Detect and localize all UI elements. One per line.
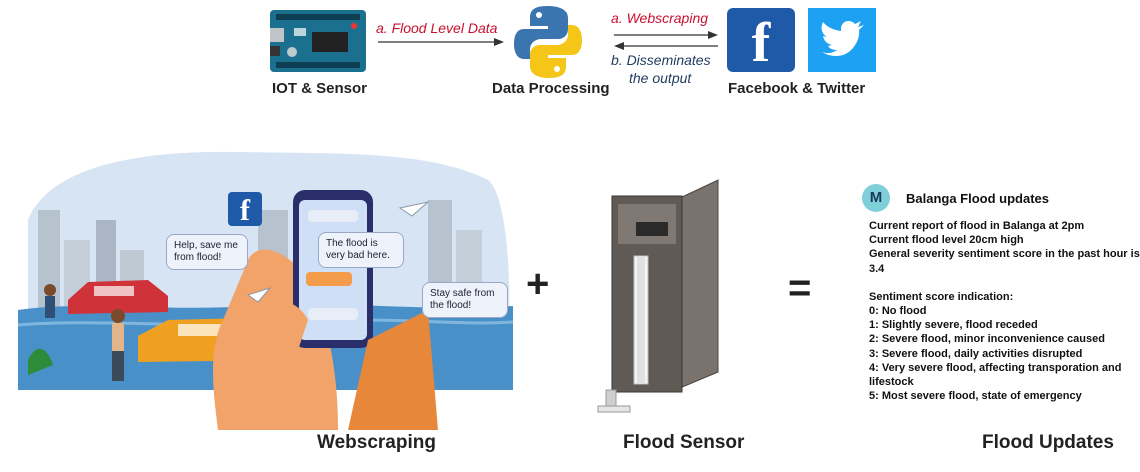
update-line: [869, 276, 1131, 290]
edge-disseminates-label: b. Disseminates: [611, 52, 711, 68]
help-bubble-line2: from flood!: [174, 252, 222, 263]
edge-webscraping-label: a. Webscraping: [611, 10, 709, 26]
update-line: 1: Slightly severe, flood receded: [869, 319, 1038, 332]
update-line: Current report of flood in Balanga at 2p…: [869, 220, 1085, 232]
help-bubble-line1: Help, save me: [174, 240, 238, 251]
help-bubble: Help, save me from flood!: [166, 234, 248, 270]
update-line: 3.4: [869, 262, 885, 275]
flood-bad-bubble-line2: very bad here.: [326, 250, 390, 261]
double-arrow-icon: [614, 31, 718, 50]
update-line: 4: Very severe flood, affecting transpor…: [869, 361, 1122, 374]
stay-safe-bubble: Stay safe from the flood!: [422, 282, 508, 318]
python-logo-icon: [514, 6, 582, 78]
update-line: General severity sentiment score in the …: [869, 248, 1140, 261]
flood-bad-bubble-line1: The flood is: [326, 238, 378, 249]
edge-flood-level-label: a. Flood Level Data: [376, 20, 498, 36]
iot-sensor-label: IOT & Sensor: [272, 80, 368, 97]
plus-operator: +: [526, 262, 550, 306]
update-line: 5: Most severe flood, state of emergency: [869, 390, 1082, 403]
avatar: M: [862, 184, 890, 212]
facebook-square-icon: f: [240, 194, 250, 227]
flood-bad-bubble: The flood is very bad here.: [318, 232, 404, 268]
stay-safe-bubble-line1: Stay safe from: [430, 288, 495, 299]
update-line: Sentiment score indication:: [869, 290, 1014, 303]
update-line: Current flood level 20cm high: [869, 234, 1024, 247]
flood-sensor-device: [597, 179, 719, 413]
arrow-right-icon: [378, 38, 504, 46]
facebook-twitter-label: Facebook & Twitter: [728, 80, 866, 97]
twitter-logo-icon: [808, 8, 876, 72]
flood-sensor-caption: Flood Sensor: [623, 432, 745, 453]
update-line: 3: Severe flood, daily activities disrup…: [869, 347, 1083, 360]
arduino-board-icon: [270, 10, 366, 72]
update-line: 0: No flood: [869, 305, 927, 318]
data-processing-label: Data Processing: [492, 80, 610, 97]
update-line: lifestock: [869, 376, 914, 389]
updates-body: Current report of flood in Balanga at 2p…: [869, 219, 1140, 403]
facebook-logo-icon: f: [727, 8, 795, 74]
webscraping-caption: Webscraping: [317, 432, 436, 453]
update-line: 2: Severe flood, minor inconvenience cau…: [869, 333, 1105, 346]
updates-title: Balanga Flood updates: [906, 191, 1050, 206]
flood-updates-caption: Flood Updates: [982, 432, 1114, 453]
edge-output-label: the output: [629, 70, 692, 86]
stay-safe-bubble-line2: the flood!: [430, 300, 472, 311]
equals-operator: =: [788, 266, 812, 310]
webscraping-illustration: [17, 151, 514, 430]
